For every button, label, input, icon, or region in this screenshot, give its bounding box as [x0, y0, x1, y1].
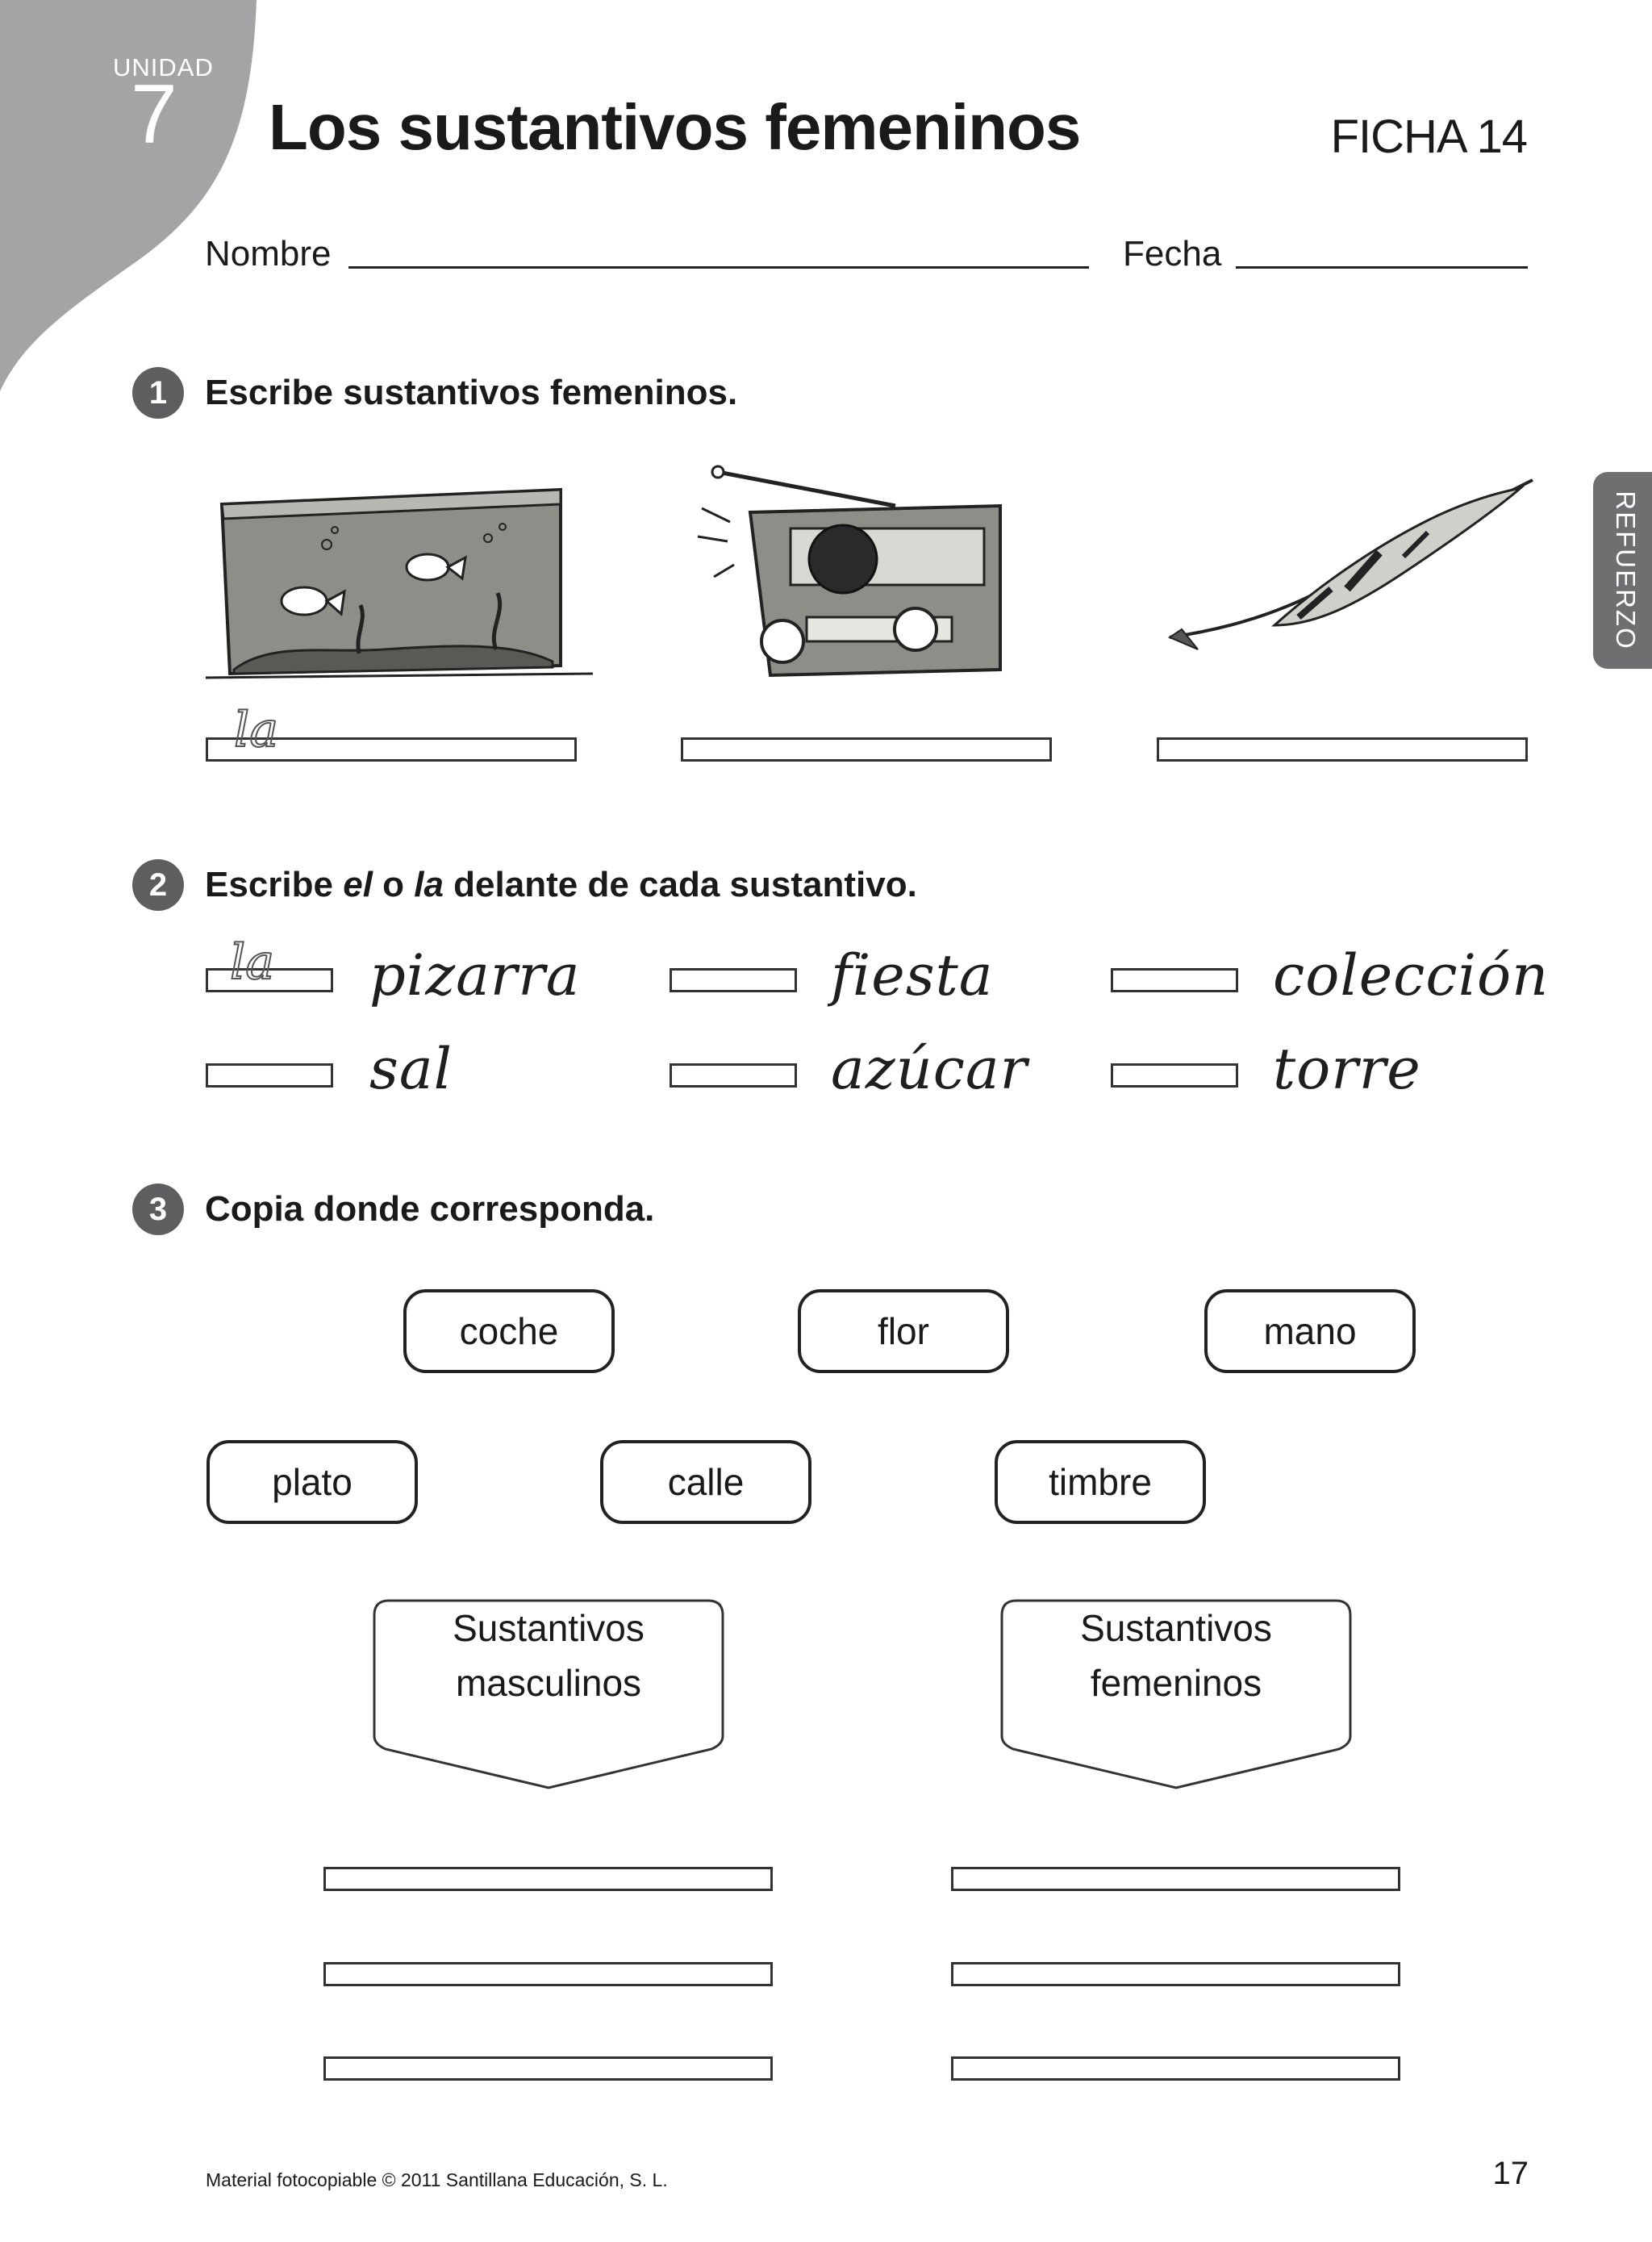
category-masculine-shape [373, 1599, 724, 1789]
answer-box-radio[interactable] [681, 737, 1052, 762]
word-chip-flor: flor [798, 1289, 1009, 1373]
category-feminine-shape [1000, 1599, 1352, 1789]
article-box-sal[interactable] [206, 1063, 333, 1088]
feminine-answer-1[interactable] [951, 1867, 1400, 1891]
category-feminine-line2: femeninos [1090, 1662, 1262, 1704]
category-masculine-line2: masculinos [455, 1662, 642, 1704]
answer-box-feather[interactable] [1157, 737, 1528, 762]
exercise-1-badge: 1 [132, 367, 184, 419]
word-azucar: azúcar [831, 1036, 1028, 1102]
radio-illustration [697, 465, 1002, 678]
example-article-2: la [229, 933, 275, 992]
reinforcement-tab: REFUERZO [1593, 472, 1652, 669]
category-masculine-line1: Sustantivos [453, 1607, 645, 1649]
page-title: Los sustantivos femeninos [269, 91, 1081, 163]
masculine-answer-3[interactable] [323, 2056, 773, 2081]
name-label: Nombre [205, 234, 332, 273]
category-feminine: Sustantivos femeninos [1000, 1599, 1352, 1791]
feminine-answer-2[interactable] [951, 1962, 1400, 1986]
copyright-notice: Material fotocopiable © 2011 Santillana … [206, 2169, 668, 2190]
word-chip-coche: coche [403, 1289, 615, 1373]
date-label: Fecha [1123, 234, 1222, 273]
feminine-answer-3[interactable] [951, 2056, 1400, 2081]
answer-box-aquarium[interactable] [206, 737, 577, 762]
exercise-2-badge: 2 [132, 859, 184, 911]
article-box-pizarra[interactable] [206, 968, 333, 992]
example-article-1: la [233, 701, 279, 759]
unit-label: UNIDAD [113, 53, 214, 81]
feather-illustration [1167, 478, 1533, 650]
exercise-3-instruction: Copia donde corresponda. [205, 1189, 655, 1229]
word-coleccion: colección [1273, 942, 1550, 1008]
word-chip-plato: plato [206, 1440, 418, 1524]
name-field[interactable] [348, 266, 1089, 269]
word-fiesta: fiesta [831, 942, 994, 1008]
category-masculine: Sustantivos masculinos [373, 1599, 724, 1791]
word-chip-mano: mano [1204, 1289, 1416, 1373]
word-chip-calle: calle [600, 1440, 811, 1524]
page-number: 17 [1492, 2156, 1529, 2191]
masculine-answer-1[interactable] [323, 1867, 773, 1891]
article-box-torre[interactable] [1111, 1063, 1238, 1088]
aquarium-illustration [206, 487, 594, 679]
exercise-1-instruction: Escribe sustantivos femeninos. [205, 373, 738, 412]
article-box-azucar[interactable] [670, 1063, 797, 1088]
exercise-3-badge: 3 [132, 1184, 184, 1235]
reinforcement-tab-label: REFUERZO [1611, 491, 1641, 650]
word-torre: torre [1273, 1036, 1421, 1102]
word-chip-timbre: timbre [995, 1440, 1206, 1524]
unit-number: 7 [131, 68, 177, 161]
article-box-fiesta[interactable] [670, 968, 797, 992]
category-feminine-line1: Sustantivos [1080, 1607, 1272, 1649]
date-field[interactable] [1236, 266, 1528, 269]
masculine-answer-2[interactable] [323, 1962, 773, 1986]
word-sal: sal [369, 1036, 453, 1102]
word-pizarra: pizarra [369, 942, 581, 1008]
unit-corner-shape [0, 0, 257, 391]
exercise-2-instruction: Escribe el o la delante de cada sustanti… [205, 865, 917, 904]
sheet-number: FICHA 14 [1330, 111, 1528, 163]
article-box-coleccion[interactable] [1111, 968, 1238, 992]
